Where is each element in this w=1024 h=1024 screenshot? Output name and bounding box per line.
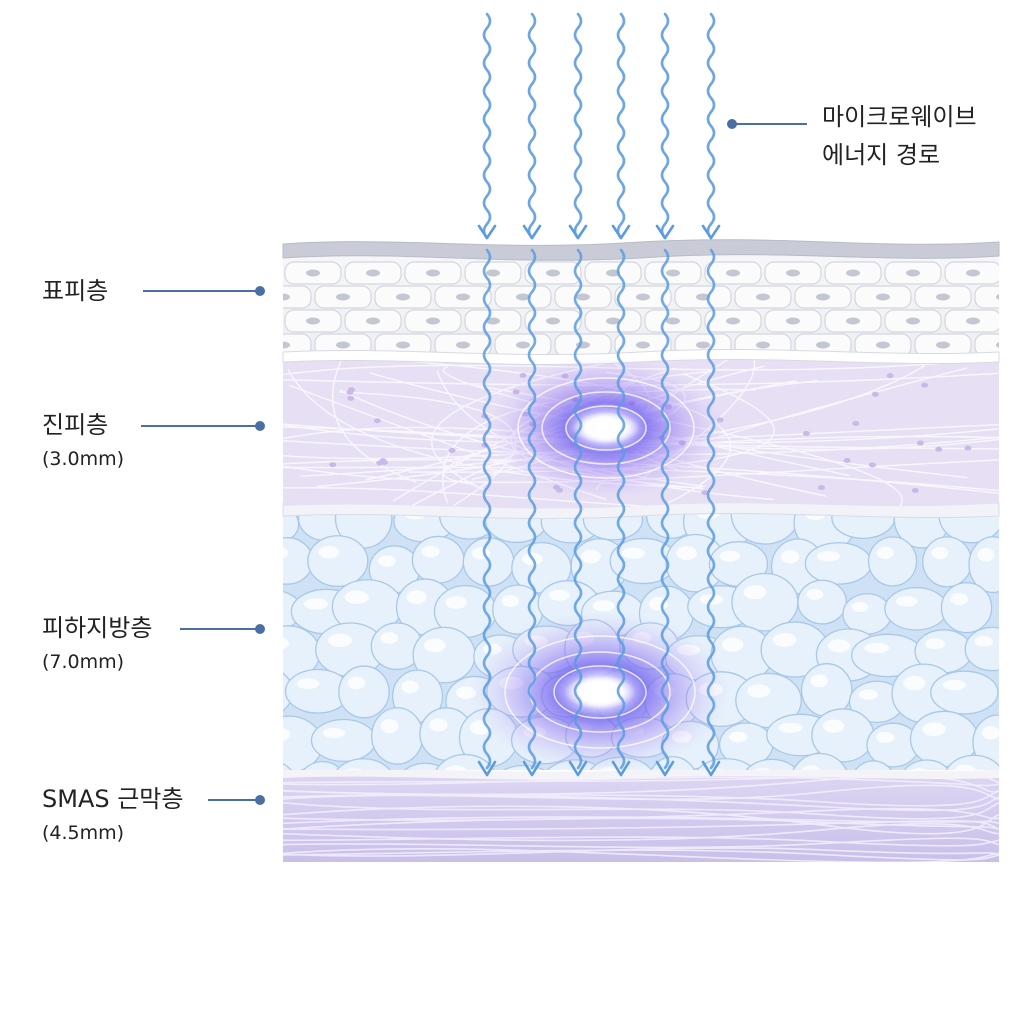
fat-label: 피하지방층 (7.0mm): [42, 613, 152, 675]
epidermis-label: 표피층: [42, 276, 108, 306]
dermis-focal-point: [486, 356, 726, 500]
fat-leader-line: [180, 628, 261, 630]
fat-label-name: 피하지방층: [42, 614, 153, 642]
energy-path-label: 마이크로웨이브 에너지 경로: [822, 102, 977, 170]
smas-leader-line: [208, 799, 261, 801]
dermis-leader-line: [141, 425, 261, 427]
dermis-leader-dot: [255, 421, 265, 431]
fat-leader-dot: [255, 624, 265, 634]
epidermis-layer: [282, 239, 1000, 366]
smas-label-depth: (4.5mm): [42, 822, 125, 844]
dermis-label: 진피층 (3.0mm): [42, 410, 124, 472]
energy-path-label-line2: 에너지 경로: [822, 141, 941, 169]
energy-path-leader-line: [735, 123, 807, 125]
smas-layer: [283, 768, 999, 862]
smas-leader-dot: [255, 795, 265, 805]
epidermis-leader-line: [143, 290, 261, 292]
energy-path-leader-dot: [727, 119, 737, 129]
fat-label-depth: (7.0mm): [42, 651, 125, 673]
dermis-label-depth: (3.0mm): [42, 448, 125, 470]
smas-label: SMAS 근막층 (4.5mm): [42, 784, 183, 846]
fat-focal-point: [470, 612, 730, 772]
energy-path-label-line1: 마이크로웨이브: [822, 103, 977, 131]
epidermis-leader-dot: [255, 286, 265, 296]
microwave-energy-paths: [477, 12, 721, 777]
smas-label-name: SMAS 근막층: [42, 785, 184, 813]
epidermis-label-name: 표피층: [42, 277, 109, 305]
dermis-label-name: 진피층: [42, 411, 109, 439]
